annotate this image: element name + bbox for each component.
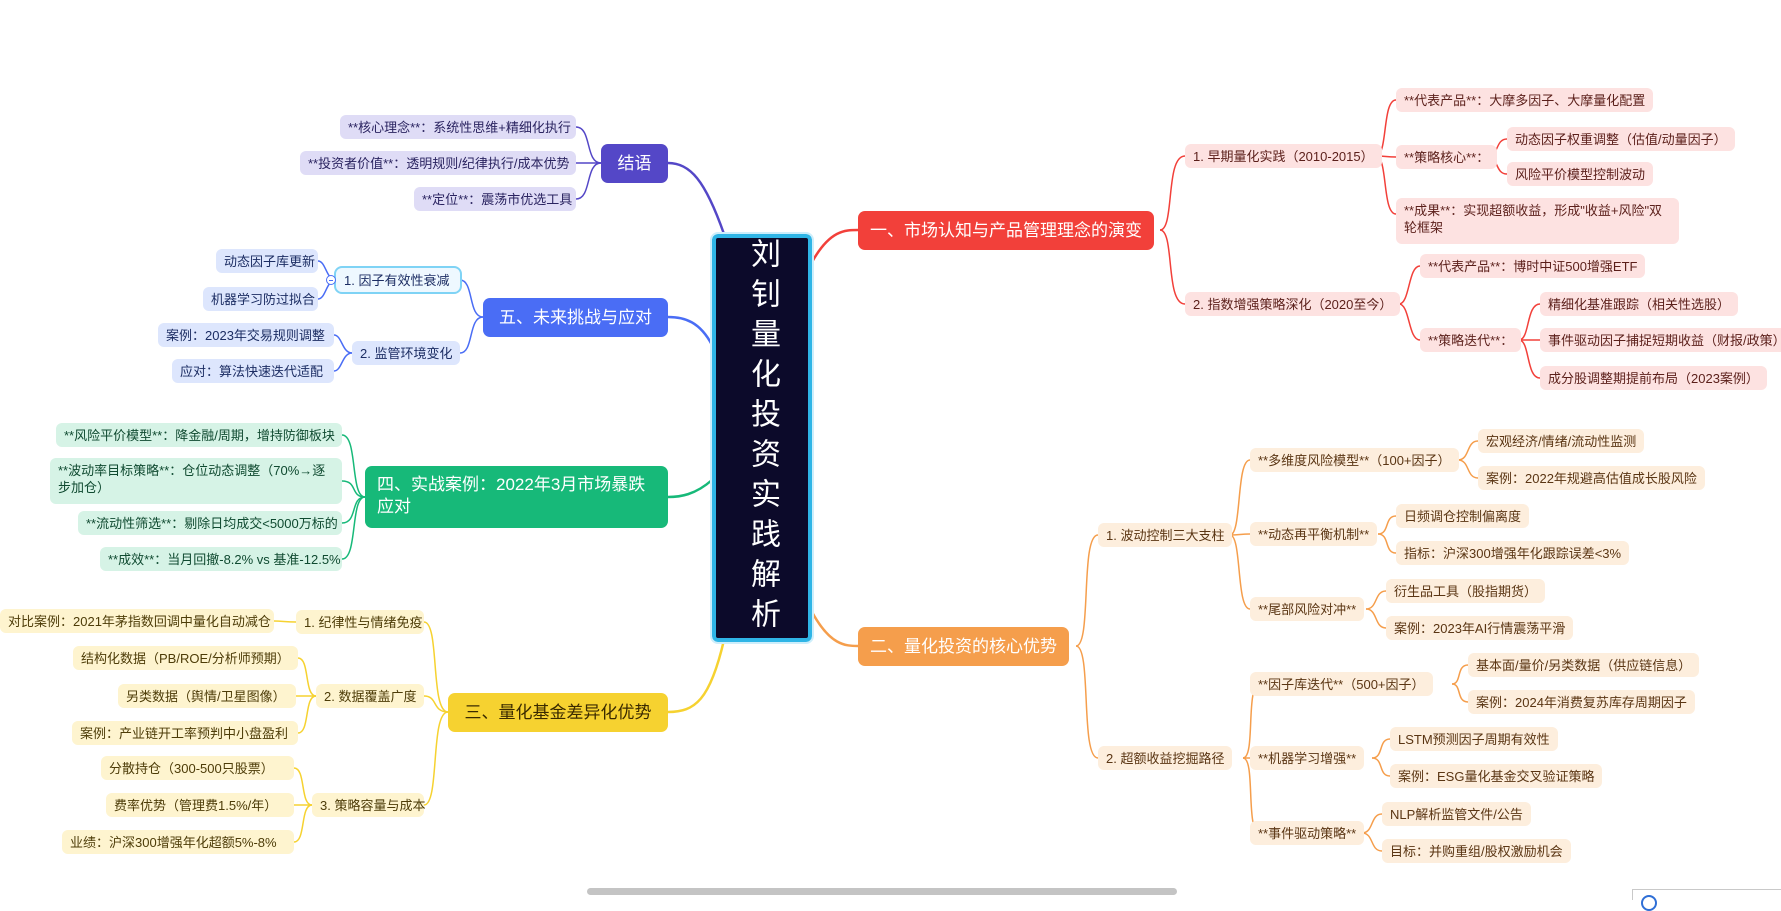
topic-representative-products-2[interactable]: **代表产品**：博时中证500增强ETF <box>1420 254 1646 278</box>
topic-positioning[interactable]: **定位**：震荡市优选工具 <box>414 187 576 211</box>
topic-performance[interactable]: 业绩：沪深300增强年化超额5%-8% <box>62 830 294 854</box>
central-topic-title: 刘钊量化投资实践解析 <box>745 238 780 638</box>
topic-tail-hedge[interactable]: **尾部风险对冲** <box>1250 597 1365 621</box>
topic-macro-monitoring[interactable]: 宏观经济/情绪/流动性监测 <box>1478 429 1645 453</box>
link-center-b5 <box>666 315 714 347</box>
topic-factor-library-update[interactable]: 动态因子库更新 <box>216 249 318 273</box>
topic-index-enhancement[interactable]: 2. 指数增强策略深化（2020至今） <box>1185 292 1401 316</box>
topic-factor-library[interactable]: **因子库迭代**（500+因子） <box>1250 672 1433 696</box>
link-center-b6 <box>666 161 726 236</box>
branch-market-evolution[interactable]: 一、市场认知与产品管理理念的演变 <box>858 211 1154 250</box>
topic-early-practice[interactable]: 1. 早期量化实践（2010-2015） <box>1185 144 1382 168</box>
topic-results[interactable]: **成果**：实现超额收益，形成"收益+风险"双轮框架 <box>1396 198 1679 244</box>
topic-lstm[interactable]: LSTM预测因子周期有效性 <box>1390 727 1558 751</box>
topic-tracking-error[interactable]: 指标：沪深300增强年化跟踪误差<3% <box>1396 541 1630 565</box>
branch-differentiation[interactable]: 三、量化基金差异化优势 <box>448 693 668 732</box>
branch-case-study[interactable]: 四、实战案例：2022年3月市场暴跌应对 <box>365 466 668 528</box>
topic-diversified-holdings[interactable]: 分散持仓（300-500只股票） <box>101 756 294 780</box>
topic-merger-goal[interactable]: 目标：并购重组/股权激励机会 <box>1382 839 1571 863</box>
topic-investor-value[interactable]: **投资者价值**：透明规则/纪律执行/成本优势 <box>300 151 576 175</box>
link-center-b2 <box>810 610 860 648</box>
topic-esg-case[interactable]: 案例：ESG量化基金交叉验证策略 <box>1390 764 1603 788</box>
topic-derivatives[interactable]: 衍生品工具（股指期货） <box>1386 579 1546 603</box>
topic-strategy-iteration[interactable]: **策略迭代**： <box>1420 328 1522 352</box>
topic-representative-products-1[interactable]: **代表产品**：大摩多因子、大摩量化配置 <box>1396 88 1654 112</box>
topic-daily-rebalance[interactable]: 日频调仓控制偏离度 <box>1396 504 1530 528</box>
topic-factor-decay[interactable]: 1. 因子有效性衰减 <box>334 266 462 294</box>
topic-fundamental-data[interactable]: 基本面/量价/另类数据（供应链信息） <box>1468 653 1700 677</box>
topic-effectiveness[interactable]: **成效**：当月回撤-8.2% vs 基准-12.5% <box>100 547 342 571</box>
topic-risk-parity-model[interactable]: **风险平价模型**：降金融/周期，增持防御板块 <box>56 423 342 447</box>
topic-constituent-adjustment[interactable]: 成分股调整期提前布局（2023案例） <box>1540 366 1767 390</box>
topic-discipline[interactable]: 1. 纪律性与情绪免疫 <box>296 610 424 634</box>
topic-volatility-pillars[interactable]: 1. 波动控制三大支柱 <box>1098 523 1233 547</box>
topic-dynamic-factor-weights[interactable]: 动态因子权重调整（估值/动量因子） <box>1507 127 1735 151</box>
topic-risk-model[interactable]: **多维度风险模型**（100+因子） <box>1250 448 1459 472</box>
link-center-b4 <box>666 478 714 499</box>
topic-event-driven-factor[interactable]: 事件驱动因子捕捉短期收益（财报/政策） <box>1540 328 1781 352</box>
topic-data-coverage[interactable]: 2. 数据覆盖广度 <box>316 684 424 708</box>
central-topic[interactable]: 刘钊量化投资实践解析 <box>710 232 814 644</box>
topic-ml-overfit[interactable]: 机器学习防过拟合 <box>203 287 318 311</box>
collapse-toggle-icon[interactable] <box>326 275 336 285</box>
topic-rule-change-case[interactable]: 案例：2023年交易规则调整 <box>158 323 334 347</box>
topic-volatility-target[interactable]: **波动率目标策略**：仓位动态调整（70%→逐步加仓） <box>50 458 342 504</box>
topic-case-ai-2023[interactable]: 案例：2023年AI行情震荡平滑 <box>1386 616 1574 640</box>
branch-core-advantages[interactable]: 二、量化投资的核心优势 <box>858 627 1069 666</box>
topic-capacity-cost[interactable]: 3. 策略容量与成本 <box>312 793 425 817</box>
topic-fee-advantage[interactable]: 费率优势（管理费1.5%/年） <box>106 793 294 817</box>
topic-nlp[interactable]: NLP解析监管文件/公告 <box>1382 802 1531 826</box>
link-center-b1 <box>810 228 860 264</box>
topic-event-driven[interactable]: **事件驱动策略** <box>1250 821 1365 845</box>
link-center-b3 <box>666 638 726 714</box>
topic-alternative-data[interactable]: 另类数据（舆情/卫星图像） <box>118 684 296 708</box>
topic-liquidity-filter[interactable]: **流动性筛选**：剔除日均成交<5000万标的 <box>78 511 342 535</box>
topic-structured-data[interactable]: 结构化数据（PB/ROE/分析师预期） <box>73 646 298 670</box>
topic-benchmark-tracking[interactable]: 精细化基准跟踪（相关性选股） <box>1540 292 1739 316</box>
topic-maotai-case[interactable]: 对比案例：2021年茅指数回调中量化自动减仓 <box>0 609 274 633</box>
topic-strategy-core[interactable]: **策略核心**： <box>1396 145 1498 169</box>
topic-industry-case[interactable]: 案例：产业链开工率预判中小盘盈利 <box>72 721 298 745</box>
branch-future-challenges[interactable]: 五、未来挑战与应对 <box>483 298 668 337</box>
horizontal-scrollbar[interactable] <box>587 888 1177 895</box>
topic-algorithm-iteration[interactable]: 应对：算法快速迭代适配 <box>172 359 334 383</box>
topic-risk-parity[interactable]: 风险平价模型控制波动 <box>1507 162 1654 186</box>
topic-core-philosophy[interactable]: **核心理念**：系统性思维+精细化执行 <box>340 115 576 139</box>
topic-case-2022[interactable]: 案例：2022年规避高估值成长股风险 <box>1478 466 1705 490</box>
topic-alpha-paths[interactable]: 2. 超额收益挖掘路径 <box>1098 746 1233 770</box>
branch-conclusion[interactable]: 结语 <box>601 144 668 183</box>
topic-regulation-change[interactable]: 2. 监管环境变化 <box>352 341 460 365</box>
zoom-control-panel[interactable] <box>1632 889 1781 911</box>
topic-machine-learning[interactable]: **机器学习增强** <box>1250 746 1365 770</box>
topic-case-2024[interactable]: 案例：2024年消费复苏库存周期因子 <box>1468 690 1695 714</box>
topic-dynamic-rebalance[interactable]: **动态再平衡机制** <box>1250 522 1378 546</box>
